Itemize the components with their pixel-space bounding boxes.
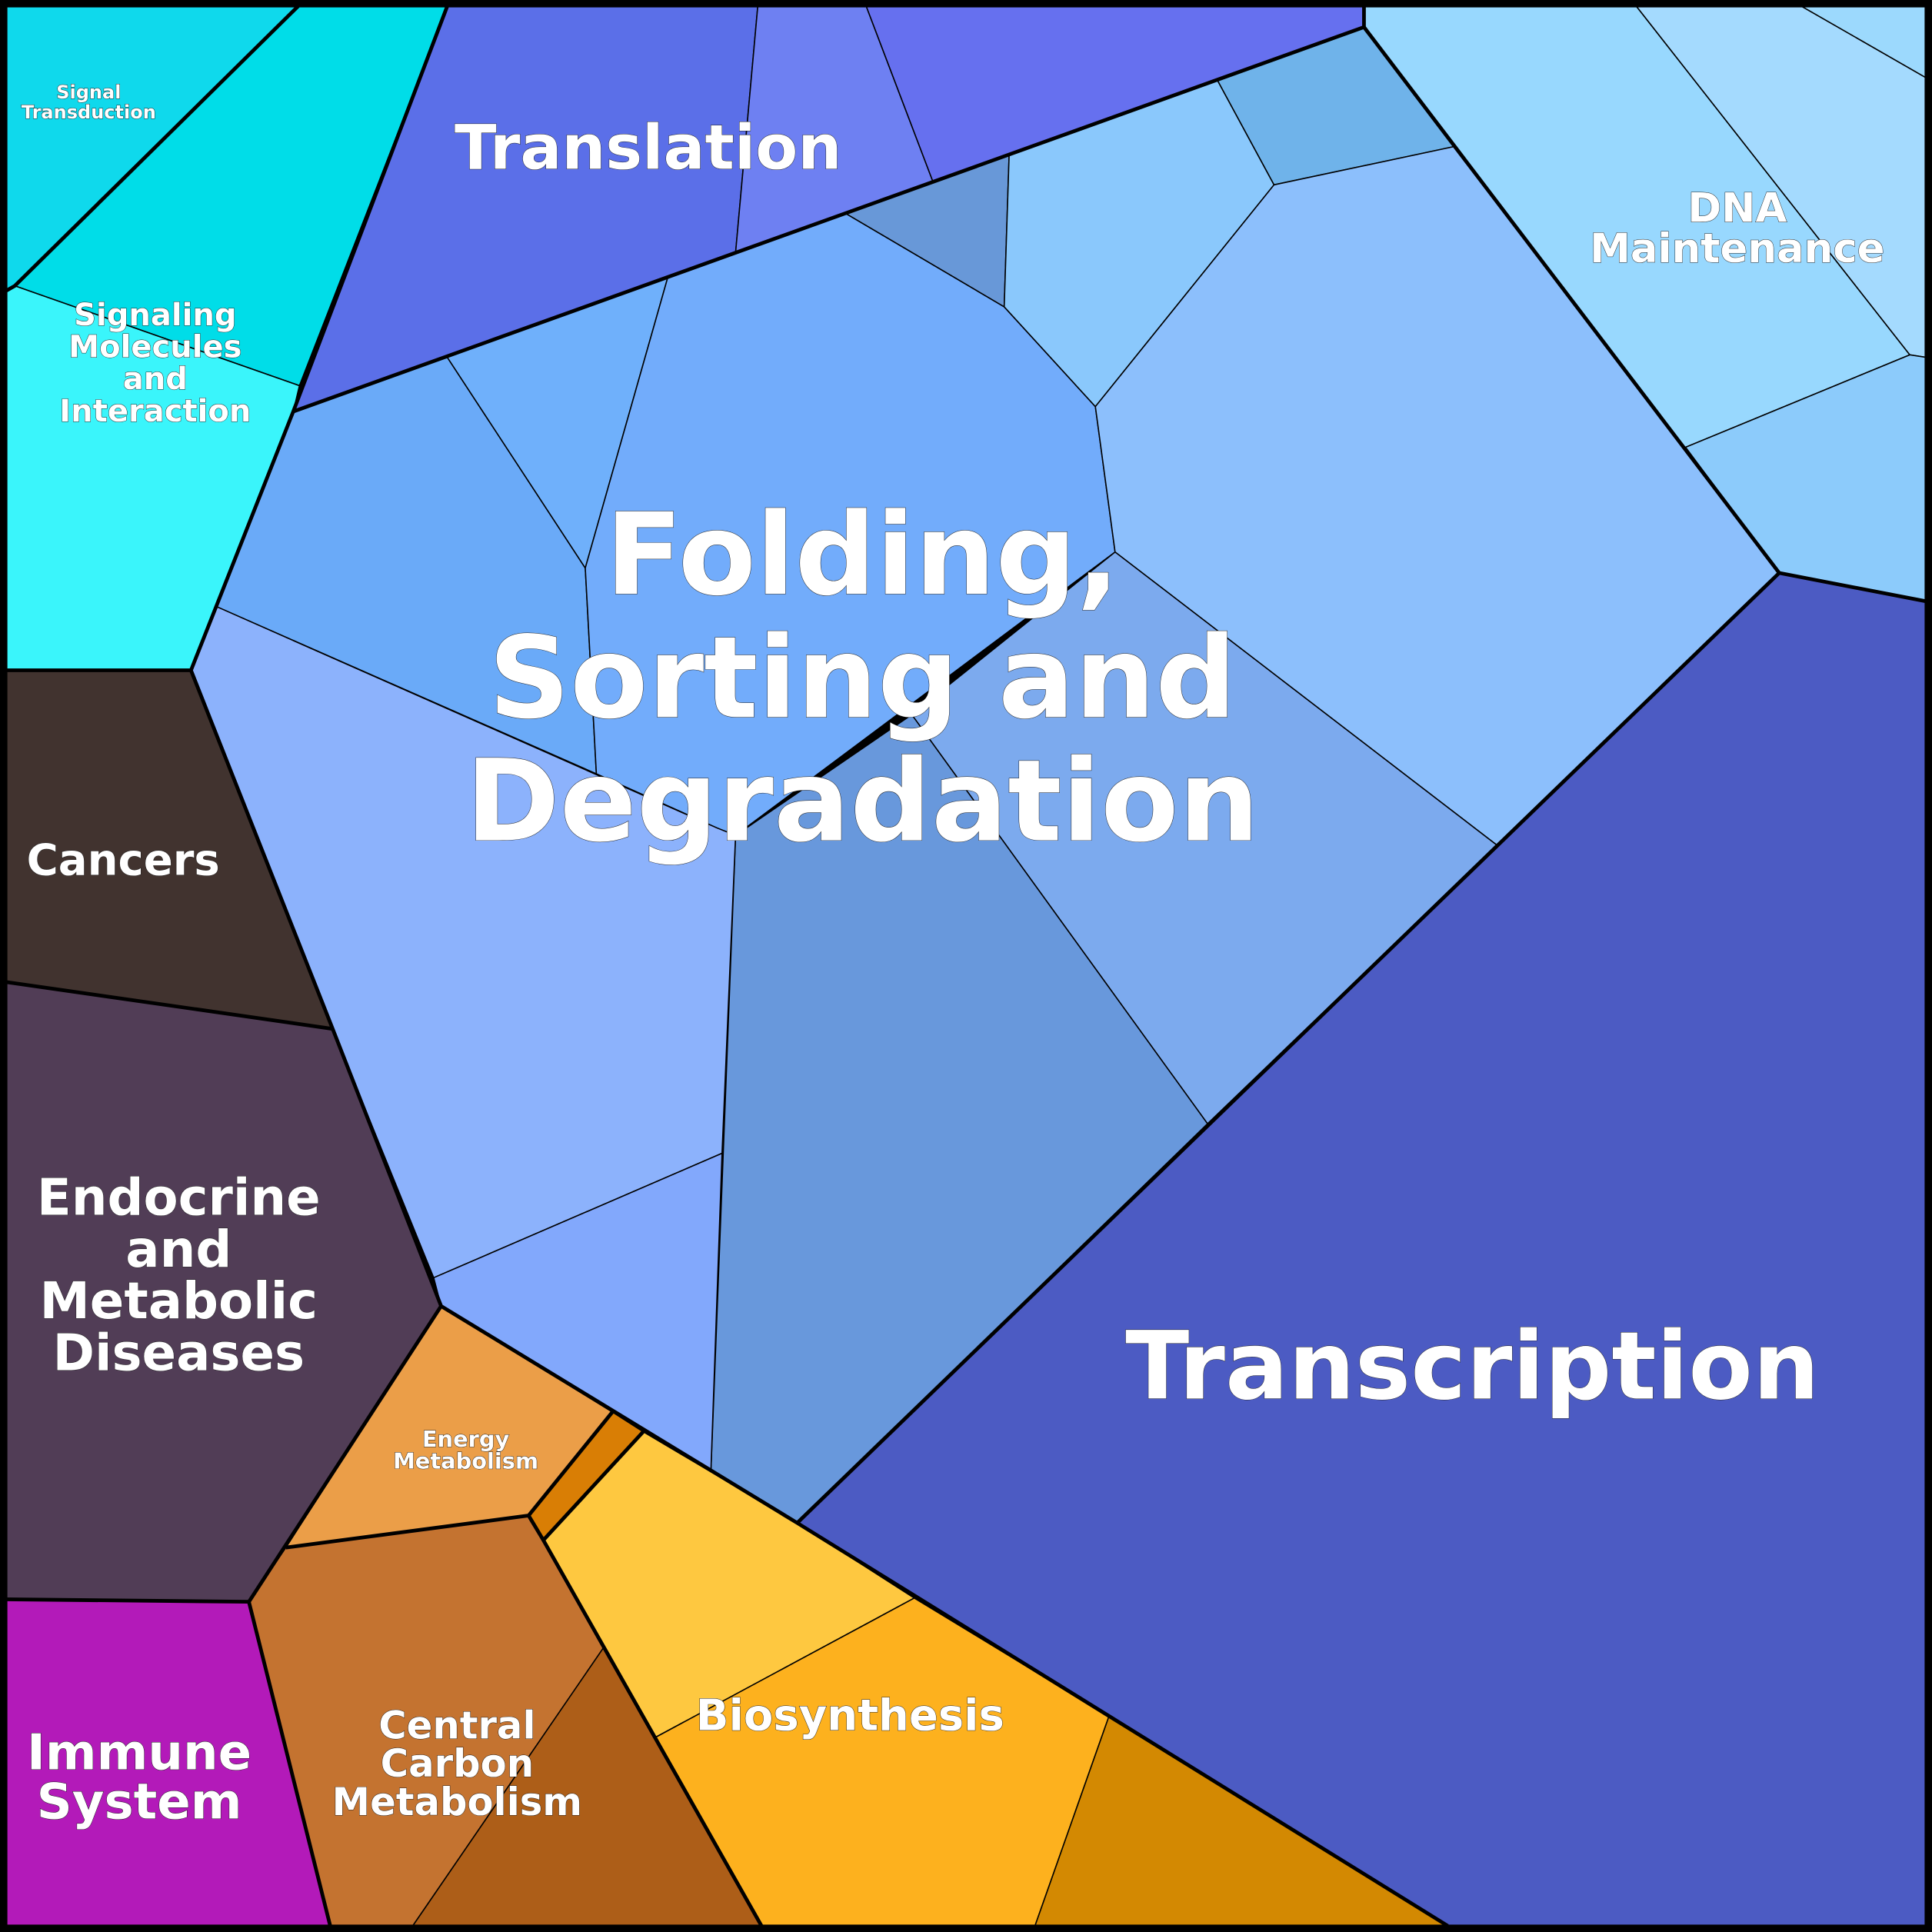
label-line: Folding, (605, 488, 1120, 621)
label-line: DNA (1687, 185, 1787, 232)
label-line: Metabolism (393, 1448, 538, 1474)
label-line: Cancers (27, 835, 220, 885)
label-line: Transduction (22, 102, 156, 123)
label-line: Maintenance (1590, 225, 1884, 272)
group-boundary (5, 5, 300, 293)
label-line: Sorting and (488, 611, 1237, 744)
group-boundary (247, 1601, 332, 1927)
label-line: Degradation (465, 735, 1259, 868)
label-line: System (37, 1774, 242, 1831)
label-line: Interaction (59, 394, 251, 429)
label-transcription: Transcription (1125, 1311, 1819, 1421)
label-line: Signaling (74, 298, 236, 333)
label-line: Biosynthesis (696, 1690, 1004, 1740)
label-line: Diseases (52, 1324, 305, 1382)
group-boundary (1778, 571, 1927, 604)
label-line: Signal (56, 82, 121, 103)
label-line: and (125, 1221, 232, 1279)
label-line: Metabolic (39, 1272, 318, 1331)
label-line: Molecules (68, 330, 242, 365)
label-line: Translation (455, 112, 841, 183)
label-line: Metabolism (332, 1780, 582, 1824)
group-boundary (527, 1514, 545, 1541)
label-translation: Translation (455, 112, 841, 183)
label-line: and (123, 361, 188, 397)
label-line: Endocrine (37, 1169, 321, 1227)
group-boundary (6, 5, 449, 672)
label-cancers: Cancers (27, 835, 220, 885)
label-line: Central (378, 1703, 535, 1747)
label-line: Immune (27, 1725, 251, 1782)
group-boundary (189, 669, 1449, 1928)
label-line: Carbon (381, 1741, 534, 1786)
group-boundary (5, 980, 333, 1031)
label-line: Energy (422, 1426, 510, 1452)
label-biosynthesis: Biosynthesis (696, 1690, 1004, 1740)
label-line: Transcription (1125, 1311, 1819, 1421)
